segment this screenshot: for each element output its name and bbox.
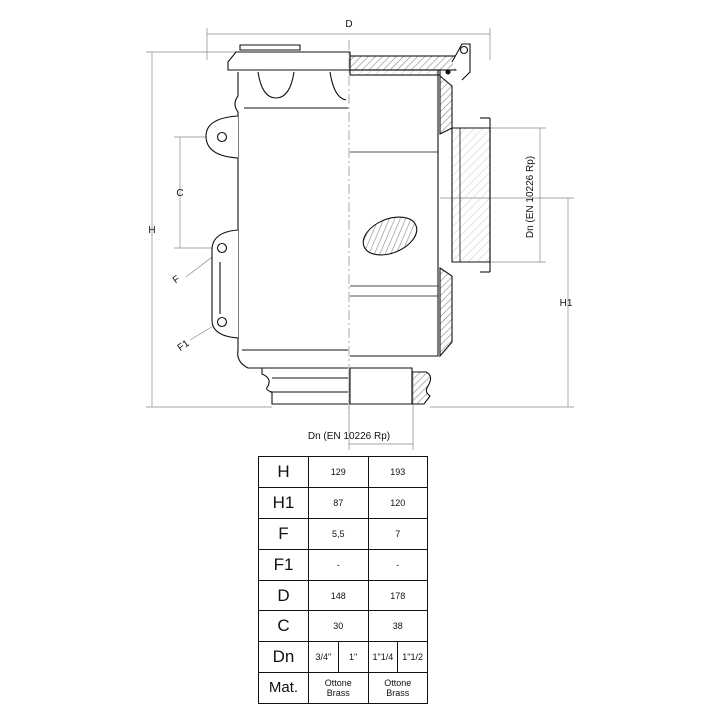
dimension-lines	[146, 28, 574, 450]
cell-value: Ottone Brass	[308, 672, 369, 705]
cell-value: 30	[308, 610, 369, 643]
dim-label-C: C	[176, 188, 183, 199]
cell-value: 148	[308, 579, 369, 612]
cell-value: 5,5	[308, 517, 369, 550]
cell-value: -	[367, 548, 428, 581]
row-key: F	[258, 517, 309, 550]
row-key: D	[258, 579, 309, 612]
cell-value: 129	[308, 456, 369, 488]
material-en: Brass	[326, 688, 350, 699]
dim-label-Dn-right: Dn (EN 10226 Rp)	[525, 156, 536, 238]
row-key: C	[258, 610, 309, 643]
table-row: F 5,5 7	[258, 517, 428, 550]
cell-value: 1"1/2	[397, 641, 428, 674]
dim-label-H: H	[148, 225, 155, 236]
cell-value: 120	[367, 486, 428, 519]
dim-label-H1: H1	[560, 298, 573, 309]
cell-value: 178	[367, 579, 428, 612]
material-it: Ottone	[384, 678, 412, 689]
dim-label-D: D	[345, 19, 352, 30]
cell-value: 1"	[337, 641, 369, 674]
dim-label-F: F	[171, 274, 182, 287]
row-key: F1	[258, 548, 309, 581]
dim-label-Dn-bottom: Dn (EN 10226 Rp)	[308, 431, 390, 442]
cell-value: 7	[367, 517, 428, 550]
table-row: F1 - -	[258, 548, 428, 581]
spec-table: H 129 193 H1 87 120 F 5,5 7 F1 - - D 148…	[258, 456, 428, 705]
dim-label-F1: F1	[176, 338, 192, 354]
row-key: H	[258, 456, 309, 488]
cell-value: 87	[308, 486, 369, 519]
material-it: Ottone	[324, 678, 352, 689]
row-key: Dn	[258, 641, 309, 674]
technical-drawing: D H C F F1 Dn (EN 10226 Rp) H1 Dn (EN 10…	[146, 19, 574, 450]
table-row: D 148 178	[258, 579, 428, 612]
cell-value: 38	[367, 610, 428, 643]
strainer-body-section	[349, 43, 491, 405]
row-key: H1	[258, 486, 309, 519]
cell-value: 1"1/4	[367, 641, 399, 674]
table-row: Mat. Ottone Brass Ottone Brass	[258, 672, 428, 705]
cell-value: Ottone Brass	[367, 672, 428, 705]
table-row: Dn 3/4" 1" 1"1/4 1"1/2	[258, 641, 428, 674]
strainer-body-exterior	[205, 44, 351, 405]
cell-value: 193	[367, 456, 428, 488]
cell-value: 3/4"	[308, 641, 339, 674]
cell-value: -	[308, 548, 369, 581]
material-en: Brass	[386, 688, 410, 699]
row-key: Mat.	[258, 672, 309, 705]
table-row: H 129 193	[258, 456, 428, 488]
table-row: H1 87 120	[258, 486, 428, 519]
table-row: C 30 38	[258, 610, 428, 643]
